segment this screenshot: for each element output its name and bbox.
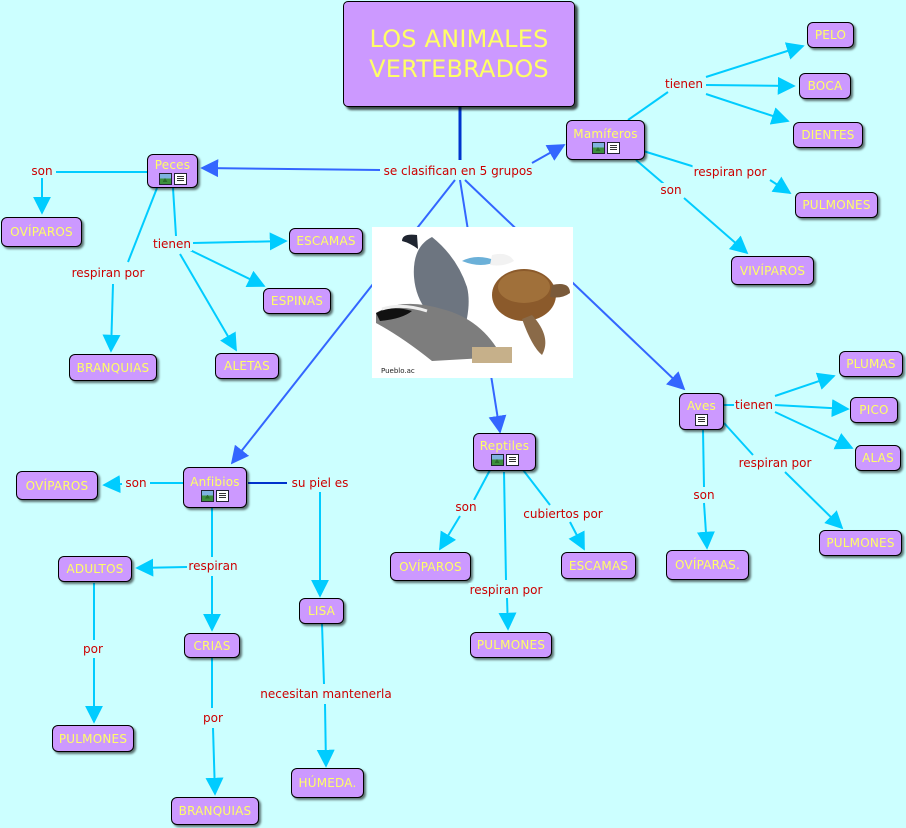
concept-dientes[interactable]: DIENTES [793, 122, 863, 148]
document-resource-icon[interactable] [505, 454, 519, 466]
link-label-son-aves: son [692, 488, 716, 502]
link-label-respiran-por-aves: respiran por [737, 456, 813, 470]
link-label-tienen-aves: tienen [733, 398, 775, 412]
concept-oviparas[interactable]: OVÍPARAS. [666, 550, 749, 580]
concept-reptiles-label: Reptiles [479, 439, 530, 453]
link-label-por-crias: por [202, 711, 224, 725]
concept-pulmones-aves[interactable]: PULMONES [819, 530, 902, 556]
link-label-respiran-por-reptiles: respiran por [468, 583, 544, 597]
document-resource-icon[interactable] [216, 489, 229, 502]
link-label-necesitan-mantenerla: necesitan mantenerla [259, 687, 393, 701]
mamiferos-links [627, 42, 805, 255]
concept-lisa[interactable]: LISA [299, 598, 344, 624]
aves-links [696, 372, 854, 550]
link-label-son-reptiles: son [454, 500, 478, 514]
animals-photo: Pueblo.ac [372, 227, 573, 378]
reptiles-links [439, 465, 585, 631]
link-label-por-adultos: por [82, 642, 104, 656]
document-resource-icon[interactable] [173, 173, 187, 185]
link-label-su-piel-es: su piel es [290, 476, 350, 490]
concept-aves[interactable]: Aves [679, 393, 724, 430]
concept-peces[interactable]: Peces [147, 154, 198, 188]
image-resource-icon[interactable] [591, 142, 605, 154]
link-label-son-peces: son [30, 164, 54, 178]
link-label-tienen-mamiferos: tienen [663, 77, 705, 91]
concept-plumas[interactable]: PLUMAS [839, 351, 903, 377]
concept-humeda[interactable]: HÚMEDA. [291, 768, 364, 798]
concept-mamiferos-label: Mamíferos [573, 127, 638, 141]
concept-oviparos-peces[interactable]: OVÍPAROS [1, 217, 82, 247]
anfibios-links [85, 475, 335, 796]
concept-escamas-reptiles[interactable]: ESCAMAS [561, 552, 636, 579]
concept-adultos[interactable]: ADULTOS [58, 556, 132, 582]
concept-mamiferos[interactable]: Mamíferos [566, 120, 645, 160]
concept-crias[interactable]: CRIAS [184, 633, 240, 658]
concept-oviparos-anfibios[interactable]: OVÍPAROS [16, 471, 98, 500]
photo-caption: Pueblo.ac [381, 367, 415, 375]
concept-espinas[interactable]: ESPINAS [263, 288, 331, 314]
link-label-se-clasifican: se clasifican en 5 grupos [382, 164, 534, 178]
link-label-cubiertos-por: cubiertos por [522, 507, 604, 521]
concept-branquias-peces[interactable]: BRANQUIAS [69, 354, 157, 381]
link-label-respiran-por-mamiferos: respiran por [692, 165, 768, 179]
concept-alas[interactable]: ALAS [855, 445, 901, 471]
concept-aves-label: Aves [686, 398, 717, 413]
concept-boca[interactable]: BOCA [799, 73, 851, 99]
peces-links [33, 171, 288, 353]
image-resource-icon[interactable] [201, 489, 214, 502]
image-resource-icon[interactable] [490, 454, 504, 466]
concept-viviparos[interactable]: VIVÍPAROS [731, 256, 814, 285]
concept-pulmones-reptiles[interactable]: PULMONES [470, 632, 552, 658]
link-label-son-anfibios: son [124, 476, 148, 490]
image-resource-icon[interactable] [158, 173, 172, 185]
concept-pulmones-mamiferos[interactable]: PULMONES [795, 192, 878, 218]
link-label-tienen-peces: tienen [151, 237, 193, 251]
concept-anfibios-label: Anfibios [190, 474, 240, 489]
concept-escamas-peces[interactable]: ESCAMAS [289, 228, 363, 254]
concept-oviparos-reptiles[interactable]: OVÍPAROS [390, 552, 471, 581]
concept-pico[interactable]: PICO [850, 397, 898, 423]
link-label-respiran-anfibios: respiran [187, 559, 239, 573]
concept-anfibios[interactable]: Anfibios [183, 467, 247, 508]
document-resource-icon[interactable] [695, 413, 708, 426]
concept-pelo[interactable]: PELO [807, 22, 854, 48]
concept-reptiles[interactable]: Reptiles [473, 433, 536, 471]
concept-pulmones-anfibios[interactable]: PULMONES [52, 725, 134, 752]
link-label-respiran-por-peces: respiran por [70, 266, 146, 280]
concept-aletas[interactable]: ALETAS [215, 353, 279, 379]
map-title: LOS ANIMALES VERTEBRADOS [343, 1, 575, 107]
concept-branquias-anfibios[interactable]: BRANQUIAS [171, 797, 259, 825]
link-label-son-mamiferos: son [659, 183, 683, 197]
document-resource-icon[interactable] [606, 142, 620, 154]
concept-peces-label: Peces [154, 158, 191, 172]
